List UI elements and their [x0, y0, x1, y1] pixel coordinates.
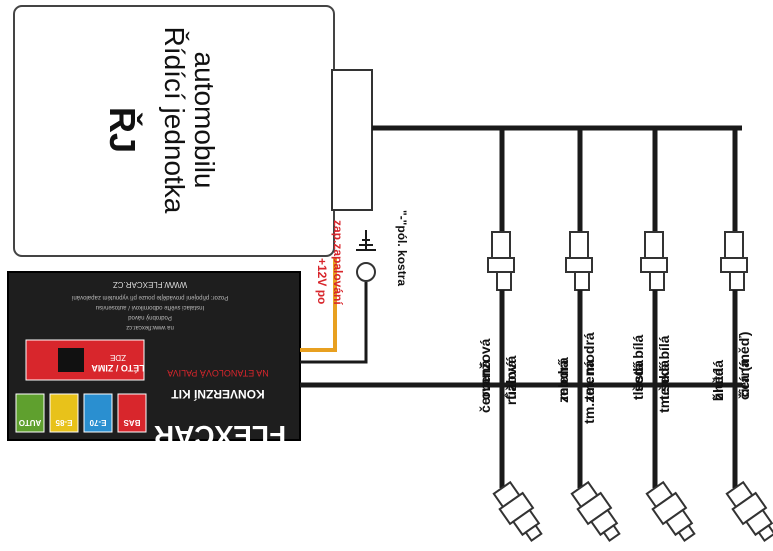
- season-switch: [58, 348, 84, 372]
- wire-label-bottom2: tm.šedá: [656, 360, 672, 413]
- wire-label-bottom: fialová: [503, 355, 519, 400]
- power-wire: [300, 258, 337, 352]
- top-connector: [487, 231, 515, 291]
- led-indicators: AUTO E-85 E-70 BAS: [15, 393, 147, 433]
- power-label-2: zap.zapalování: [331, 220, 345, 305]
- top-connector: [565, 231, 593, 291]
- led-label: AUTO: [19, 418, 42, 427]
- wire-label-bottom: tm. modrá: [581, 332, 597, 400]
- wire-label-bottom: čirá (měď): [736, 332, 752, 400]
- kit-note-1: Pozor: připojení provádějte pouze při vy…: [71, 294, 228, 300]
- injector: [570, 480, 621, 542]
- ecu-name-line1: Řídící jednotka: [159, 27, 190, 214]
- top-connector: [720, 231, 748, 291]
- led-auto-indicator: [15, 393, 45, 433]
- power-label-1: +12V po: [315, 258, 329, 304]
- kit-note-4: na www.flexcar.cz: [126, 324, 174, 330]
- injector: [645, 480, 696, 542]
- ground-icon: [356, 230, 376, 251]
- ground-ring: [356, 262, 376, 282]
- wire-label-bottom2: černá: [736, 360, 752, 398]
- ecu-abbr: ŘJ: [102, 107, 144, 153]
- wire-label-top: tlustá bílá: [630, 334, 646, 400]
- wire-label-top: žlutá: [710, 368, 726, 400]
- ecu-unit: ŘJ Řídící jednotka automobilu: [13, 5, 373, 257]
- wire-label-top: modrá: [555, 357, 571, 400]
- ecu-harness: [372, 125, 742, 235]
- kit-note-2: Instalaci svěřte odborníkovi / autoservi…: [96, 304, 204, 310]
- season-sticker: [25, 339, 145, 381]
- ecu-name-line2: automobilu: [189, 52, 220, 189]
- wire-label-top2: hnědá: [710, 360, 726, 401]
- led-bas-indicator: [117, 393, 147, 433]
- kit-url: WWW.FLEXCAR.CZ: [113, 280, 187, 289]
- wire-label-bottom2: tm.zelená: [581, 360, 597, 424]
- wire-label-top: oranžová: [477, 338, 493, 400]
- ground-label: "-"pól. kostra: [395, 210, 409, 286]
- injector: [492, 480, 543, 542]
- top-connectors: [487, 231, 748, 291]
- wire-label-bottom: tenká bílá: [656, 335, 672, 400]
- wire-label-bottom2: růžová: [503, 360, 519, 405]
- kit-note-3: Podrobný návod: [128, 314, 172, 320]
- sticker-sub: ZDE: [110, 353, 126, 362]
- wire-label-top2: zelená: [555, 360, 571, 403]
- kit-title-1: KONVERZNÍ KIT: [171, 387, 265, 402]
- injector: [725, 480, 773, 542]
- wire-label-top2: šedá: [630, 360, 646, 392]
- conversion-kit: WWW.FLEXCAR.CZ Pozor: připojení prováděj…: [7, 271, 301, 451]
- led-label: E-85: [55, 418, 72, 427]
- injectors: [492, 480, 773, 542]
- wire-labels: červená růžová oranžová fialová zelená tm.zel…: [477, 332, 752, 424]
- ecu-connector: [331, 69, 373, 211]
- led-label: BAS: [123, 418, 141, 427]
- sticker-title: LÉTO / ZIMA: [91, 363, 145, 373]
- kit-harness: [300, 290, 742, 488]
- top-connector: [640, 231, 668, 291]
- led-e-70-indicator: [83, 393, 113, 433]
- kit-brand: FLEXCAR: [154, 420, 286, 451]
- wire-label-top2: červená: [477, 360, 493, 413]
- led-label: E-70: [89, 418, 106, 427]
- led-e-85-indicator: [49, 393, 79, 433]
- kit-title-2: NA ETANOLOVÁ PALIVA: [167, 368, 269, 378]
- ground-wire: [300, 282, 368, 364]
